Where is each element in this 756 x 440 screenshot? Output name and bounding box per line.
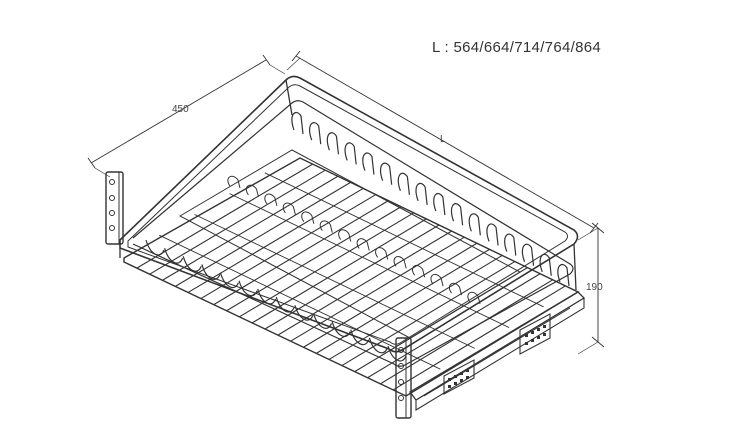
inner-rack-loop (227, 175, 241, 189)
front-loop (201, 264, 221, 280)
front-loop (219, 272, 240, 289)
inner-rack-loop (448, 282, 463, 296)
rear-loop (557, 263, 570, 287)
inner-rack-loop (411, 265, 426, 278)
inner-rack-loop (375, 247, 389, 260)
front-loop (182, 256, 202, 272)
dimension-450: 450 (87, 54, 286, 178)
basket-top-rim-inner (127, 84, 568, 345)
inner-rack-loop (301, 211, 315, 224)
slide-plate-rear (519, 313, 551, 355)
inner-rack-frame (178, 149, 522, 339)
floor-wire (264, 224, 440, 330)
floor-long-wire (159, 234, 441, 370)
inner-rack-loop (356, 238, 370, 251)
dimension-label-450: 450 (172, 104, 189, 115)
front-loop (257, 288, 277, 305)
inner-rack-loop (393, 256, 407, 269)
rear-loop (379, 162, 393, 185)
floor-long-wire (264, 172, 544, 308)
floor-wire (213, 200, 389, 306)
front-loop (145, 239, 165, 256)
inner-rack-loop (282, 202, 296, 215)
plate-holes-rear (525, 325, 546, 345)
plate-holes-front (448, 369, 469, 388)
floor-long-wire (194, 213, 475, 349)
front-loop (294, 305, 314, 321)
front-loop (350, 329, 370, 346)
dimension-l: L (286, 50, 599, 234)
basket-floor (123, 157, 580, 397)
inner-dish-rack (178, 149, 522, 339)
right-side-bracket (395, 337, 412, 419)
front-loop (275, 296, 295, 313)
wire-grid (136, 163, 566, 391)
front-plate-rack-loops (145, 239, 407, 362)
inner-rack-loop (319, 220, 333, 233)
floor-wire (239, 212, 415, 318)
front-loop (238, 280, 258, 297)
rear-loop (468, 213, 481, 236)
slide-plate-front (443, 359, 475, 395)
rear-loop (291, 111, 304, 135)
rear-plate-rack-loops (291, 111, 570, 287)
floor-wire (367, 273, 541, 379)
dimension-190: 190 (577, 222, 605, 355)
floor-wire (200, 194, 377, 300)
front-loop (164, 247, 184, 264)
left-side-bracket (105, 171, 124, 245)
inner-rack-loop (338, 229, 352, 242)
floor-wire (162, 175, 339, 281)
floor-wire (341, 261, 516, 367)
dimension-label-l: L (440, 134, 446, 145)
floor-wire (174, 181, 351, 287)
floor-wire (328, 254, 503, 360)
length-options-label: L : 564/664/714/764/864 (432, 39, 601, 56)
inner-rack-loop (245, 184, 259, 198)
rear-loop (344, 142, 357, 165)
rear-loop (308, 122, 322, 145)
rear-loop (362, 152, 375, 175)
front-loop (312, 313, 333, 329)
rear-loop (521, 243, 535, 266)
inner-rack-loop (430, 273, 444, 287)
rear-loop (326, 132, 340, 155)
dimension-line-450 (90, 59, 267, 164)
basket-top-rim-outer (119, 75, 579, 353)
rear-loop (504, 233, 517, 256)
rear-loop (486, 223, 499, 246)
front-loop (331, 321, 351, 338)
rear-loop (433, 193, 446, 216)
inner-rack-loop (467, 291, 481, 305)
floor-wire (380, 279, 554, 385)
front-loop (368, 337, 388, 354)
inner-rack-loop (264, 193, 278, 206)
floor-wire (251, 218, 427, 324)
floor-long-wire (229, 193, 510, 329)
floor-wire (187, 187, 364, 293)
rear-loop (450, 203, 464, 226)
rear-loop (397, 172, 410, 195)
front-loop (387, 345, 407, 362)
rear-loop (415, 182, 428, 205)
dimension-label-190: 190 (586, 282, 603, 293)
dimension-line-l (295, 55, 595, 229)
floor-wire (290, 236, 465, 342)
rear-loop (539, 253, 552, 276)
basket (105, 75, 586, 419)
drawer-slide-rail (409, 291, 586, 411)
